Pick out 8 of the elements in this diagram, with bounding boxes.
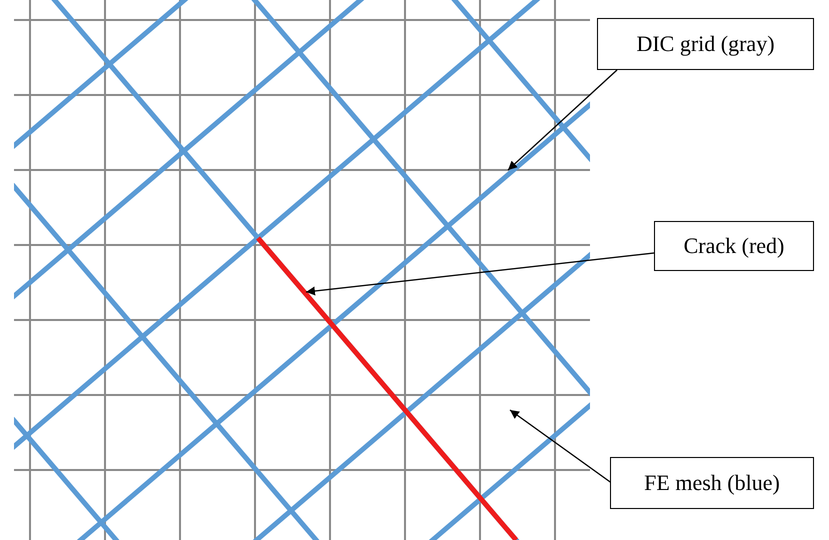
callout-text: DIC grid (gray) [636, 31, 775, 57]
callout-box [610, 457, 814, 509]
leader-line [306, 252, 654, 296]
callout-box [654, 221, 814, 271]
callout-box [597, 18, 814, 70]
leader-line [508, 70, 618, 170]
callout-text: Crack (red) [684, 233, 784, 259]
callout-text: FE mesh (blue) [644, 470, 780, 496]
